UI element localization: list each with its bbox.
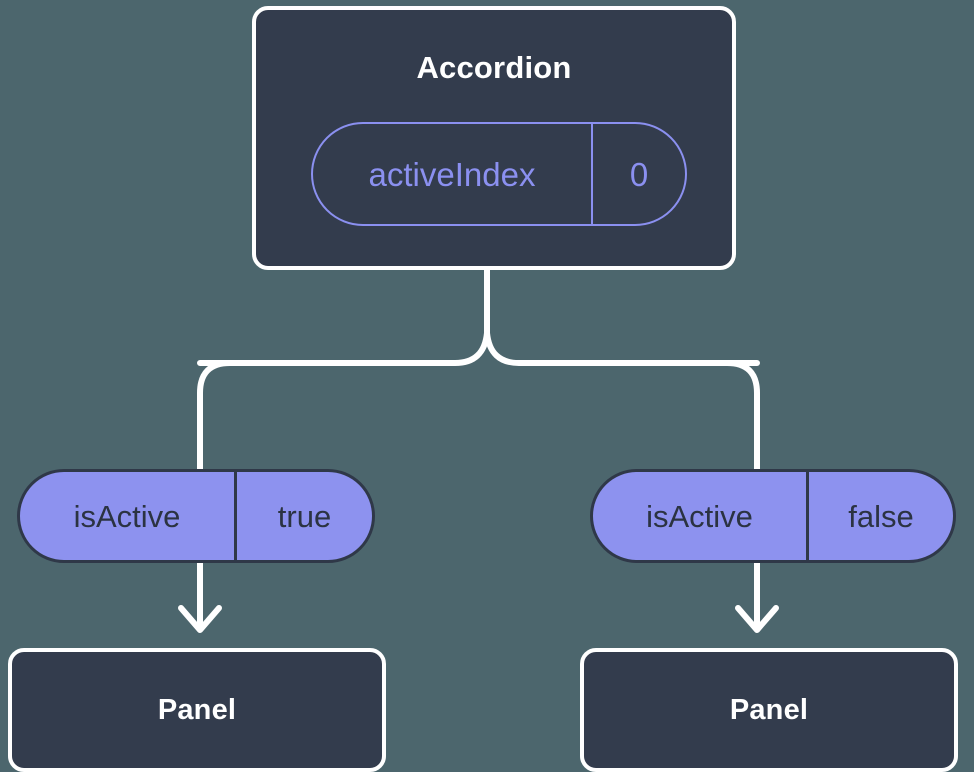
- accordion-node-title: Accordion: [416, 50, 572, 85]
- state-pill-active-index[interactable]: activeIndex 0: [311, 122, 687, 226]
- panel-node-left[interactable]: Panel: [8, 648, 386, 772]
- prop-pill-is-active-false[interactable]: isActive false: [590, 469, 956, 563]
- connector-split-junction: [197, 330, 760, 366]
- state-pill-key: activeIndex: [368, 155, 536, 193]
- prop-pill-value: true: [234, 472, 372, 560]
- prop-pill-value: false: [806, 472, 953, 560]
- arrow-down-icon-right: [735, 605, 779, 633]
- state-pill-value: 0: [591, 124, 685, 224]
- arrow-down-icon-left: [178, 605, 222, 633]
- panel-node-right[interactable]: Panel: [580, 648, 958, 772]
- accordion-node[interactable]: Accordion activeIndex 0: [252, 6, 736, 270]
- prop-pill-key: isActive: [73, 498, 181, 534]
- prop-pill-key: isActive: [646, 498, 753, 534]
- panel-node-left-title: Panel: [157, 693, 237, 726]
- connector-branch-right: [724, 360, 760, 475]
- prop-pill-is-active-true[interactable]: isActive true: [17, 469, 375, 563]
- connector-branch-left: [197, 360, 233, 475]
- panel-node-right-title: Panel: [729, 693, 809, 726]
